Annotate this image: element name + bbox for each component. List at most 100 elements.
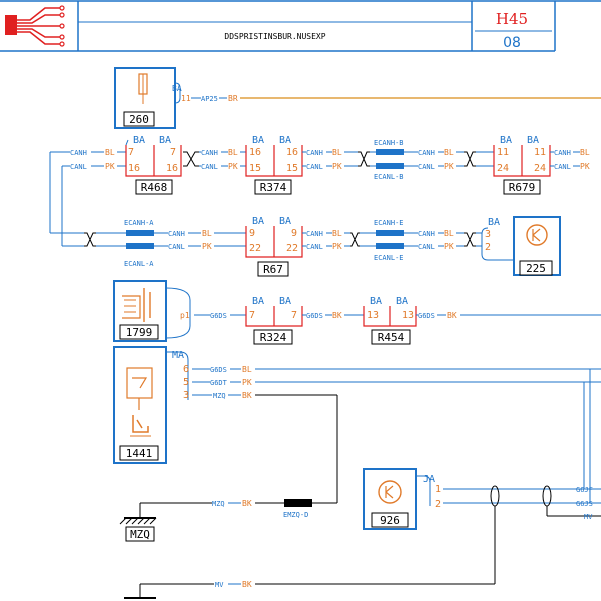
svg-text:BA: BA [252,216,264,227]
connector-r324-label: R324 [260,331,287,344]
svg-text:16: 16 [166,163,178,174]
circuit-logo-icon [5,5,65,47]
svg-text:p1: p1 [180,311,190,320]
svg-text:BK: BK [242,391,252,400]
svg-text:BA: BA [396,296,408,307]
splice-ecan-b: ECANH-B ECANL-B [374,139,404,181]
connector-r374[interactable]: BA BA 16 15 16 15 R374 [245,135,303,195]
svg-text:MV: MV [215,581,224,589]
svg-text:15: 15 [286,163,298,174]
svg-text:22: 22 [249,243,261,254]
svg-text:JA: JA [423,474,435,485]
ground-icon [119,517,157,525]
component-926[interactable]: 926 [363,468,417,530]
svg-text:CANL: CANL [418,243,435,251]
svg-text:ECANL-E: ECANL-E [374,254,404,262]
twisted-pair-icon [464,232,476,247]
svg-text:CANL: CANL [554,163,571,171]
svg-text:BA: BA [252,296,264,307]
svg-text:BL: BL [202,229,212,238]
component-1799-label: 1799 [126,326,153,339]
svg-text:PK: PK [228,162,238,171]
twisted-pair-icon [464,151,476,167]
svg-text:BL: BL [228,148,238,157]
svg-text:MZQ: MZQ [213,392,226,400]
connector-r468[interactable]: BA BA 7 16 7 16 R468 [125,135,182,195]
component-225[interactable]: BA 3 2 225 [481,216,561,276]
svg-text:7: 7 [249,310,255,321]
svg-text:CANH: CANH [554,149,571,157]
svg-text:11: 11 [181,94,191,103]
svg-text:G6DS: G6DS [210,312,227,320]
svg-text:BA: BA [279,135,291,146]
svg-text:BA: BA [172,84,182,93]
svg-text:BK: BK [242,499,252,508]
svg-text:AP25: AP25 [201,95,218,103]
svg-text:11: 11 [497,147,509,158]
connector-r454-label: R454 [378,331,405,344]
svg-text:PK: PK [105,162,115,171]
svg-text:BK: BK [447,311,457,320]
splice-ecan-e: ECANH-E ECANL-E [374,219,404,262]
ground-mzq-label: MZQ [130,528,150,541]
can-row-2: ECANH-A ECANL-A CANH CANL BL PK BA BA 9 … [50,216,561,277]
diagram-title: DDSPRISTINSBUR.NUSEXP [224,32,325,41]
connector-r679-label: R679 [509,181,536,194]
svg-text:7: 7 [128,147,134,158]
relay-icon [126,367,153,410]
svg-text:BA: BA [488,217,500,228]
svg-text:BL: BL [332,229,342,238]
ground-mzq: MZQ MZQ BK EMZQ-D [119,499,312,542]
svg-text:11: 11 [534,147,546,158]
svg-text:1: 1 [435,484,441,495]
connector-r324[interactable]: BA BA 7 7 R324 [245,296,303,345]
connector-r67[interactable]: BA BA 9 22 9 22 R67 [245,216,303,277]
can-row-1: CANH CANL BL PK BA BA 7 16 7 16 R468 CAN… [49,135,590,246]
svg-text:22: 22 [286,243,298,254]
component-225-label: 225 [526,262,546,275]
component-926-label: 926 [380,514,400,527]
connector-r454[interactable]: BA BA 13 13 R454 [363,296,417,345]
svg-text:PK: PK [444,242,454,251]
twisted-pair-icon [350,232,360,247]
svg-text:24: 24 [534,163,546,174]
svg-text:9: 9 [249,228,255,239]
svg-text:BA: BA [279,216,291,227]
svg-text:3: 3 [183,390,189,401]
svg-text:24: 24 [497,163,509,174]
svg-text:G6JS: G6JS [576,500,593,508]
row-1799: 1799 p1 G6DS BA BA 7 7 R324 G6DS BK BA B… [113,280,601,345]
connector-r679[interactable]: BA BA 11 24 11 24 R679 [493,135,551,195]
svg-text:CANL: CANL [418,163,435,171]
component-260[interactable]: 260 BA 11 AP25 BR [114,67,601,129]
svg-text:CANH: CANH [168,230,185,238]
svg-text:CANL: CANL [306,163,323,171]
svg-text:MA: MA [172,350,184,361]
svg-text:16: 16 [128,163,140,174]
svg-text:CANH: CANH [418,149,435,157]
svg-text:EMZQ-D: EMZQ-D [283,511,308,519]
svg-text:CANL: CANL [306,243,323,251]
component-1441-label: 1441 [126,447,153,460]
svg-text:BK: BK [332,311,342,320]
svg-text:BA: BA [133,135,145,146]
component-260-label: 260 [129,113,149,126]
component-1799[interactable]: 1799 [113,280,167,342]
svg-text:BL: BL [444,229,454,238]
svg-text:PK: PK [580,162,590,171]
svg-text:PK: PK [332,242,342,251]
seat-sensor-icon [130,415,151,437]
svg-text:BA: BA [159,135,171,146]
svg-text:6: 6 [183,364,189,375]
svg-text:CANH: CANH [306,149,323,157]
svg-text:BL: BL [332,148,342,157]
svg-text:7: 7 [291,310,297,321]
ground-bottom: MV BK [124,580,495,599]
svg-text:BK: BK [242,580,252,589]
svg-text:9: 9 [291,228,297,239]
component-1441[interactable]: 1441 [113,346,167,464]
svg-text:ECANH-A: ECANH-A [124,219,154,227]
svg-text:5: 5 [183,377,189,388]
svg-text:BL: BL [105,148,115,157]
relay-icon [122,288,151,322]
